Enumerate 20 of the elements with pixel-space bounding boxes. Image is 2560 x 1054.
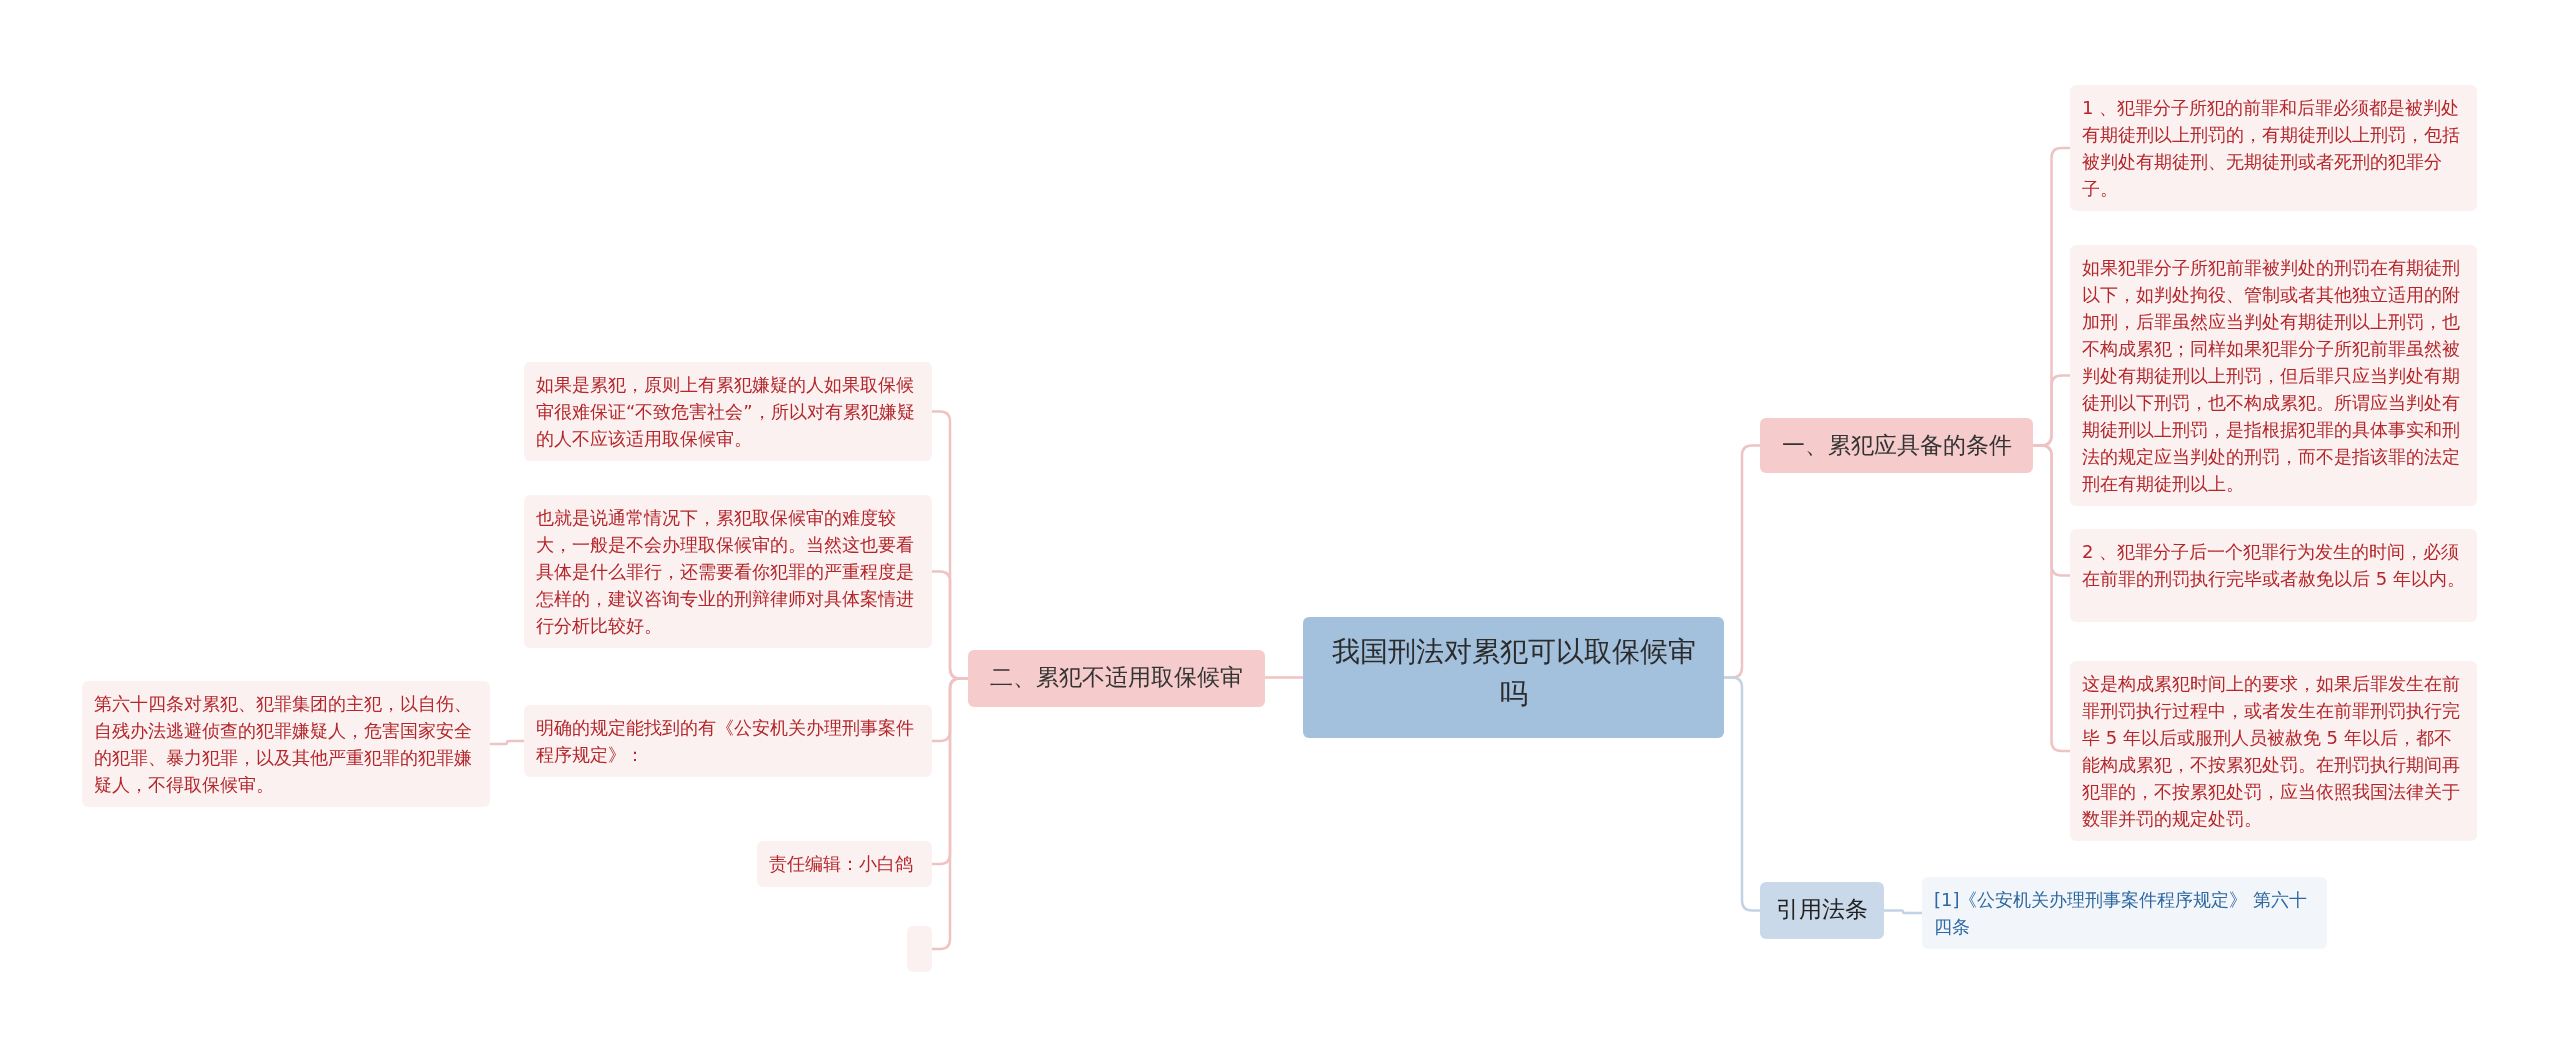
branch-topic: 二、累犯不适用取保候审 [968, 650, 1265, 707]
note-box: 也就是说通常情况下，累犯取保候审的难度较大，一般是不会办理取保候审的。当然这也要看具体是什么罪行，还需要看你犯罪的严重程度是怎样的，建议咨询专业的刑辩律师对具体案情进行分析比较好。 [524, 495, 932, 648]
connector-line [1265, 676, 1303, 679]
note-box: 责任编辑：小白鸽 [757, 841, 932, 887]
connector-line [1724, 676, 1760, 912]
branch-topic: 一、累犯应具备的条件 [1760, 418, 2033, 473]
central-topic: 我国刑法对累犯可以取保候审吗 [1303, 617, 1724, 738]
note-box: 2 、犯罪分子后一个犯罪行为发生的时间，必须在前罪的刑罚执行完毕或者赦免以后 5 年以内。 [2070, 529, 2477, 622]
connector-line [1884, 909, 1922, 915]
branch-topic: 引用法条 [1760, 882, 1884, 939]
note-box: 这是构成累犯时间上的要求，如果后罪发生在前罪刑罚执行过程中，或者发生在前罪刑罚执行完毕 5 年以后或服刑人员被赦免 5 年以后，都不能构成累犯，不按累犯处罚。在刑罚执行期间再犯罪的，不按累犯处罚，应当依照我国法律关于数罪并罚的规定处罚。 [2070, 661, 2477, 841]
connector-line [490, 739, 524, 746]
note-box: 如果犯罪分子所犯前罪被判处的刑罚在有期徒刑以下，如判处拘役、管制或者其他独立适用的附加刑，后罪虽然应当判处有期徒刑以上刑罚，也不构成累犯；同样如果犯罪分子所犯前罪虽然被判处有期徒刑以上刑罚，但后罪只应当判处有期徒刑以下刑罚，也不构成累犯。所谓应当判处有期徒刑以上刑罚，是指根据犯罪的具体事实和刑法的规定应当判处的刑罚，而不是指该罪的法定刑在有期徒刑以上。 [2070, 245, 2477, 506]
note-box: 明确的规定能找到的有《公安机关办理刑事案件程序规定》： [524, 705, 932, 777]
note-box: 如果是累犯，原则上有累犯嫌疑的人如果取保候审很难保证“不致危害社会”，所以对有累犯嫌疑的人不应该适用取保候审。 [524, 362, 932, 461]
reference-box: [1]《公安机关办理刑事案件程序规定》 第六十四条 [1922, 877, 2327, 949]
note-box: 第六十四条对累犯、犯罪集团的主犯，以自伤、自残办法逃避侦查的犯罪嫌疑人，危害国家安全的犯罪、暴力犯罪，以及其他严重犯罪的犯罪嫌疑人，不得取保候审。 [82, 681, 490, 807]
note-box: 1 、犯罪分子所犯的前罪和后罪必须都是被判处有期徒刑以上刑罚的，有期徒刑以上刑罚，包括被判处有期徒刑、无期徒刑或者死刑的犯罪分子。 [2070, 85, 2477, 211]
empty-box [907, 926, 932, 972]
connector-line [2033, 444, 2070, 753]
